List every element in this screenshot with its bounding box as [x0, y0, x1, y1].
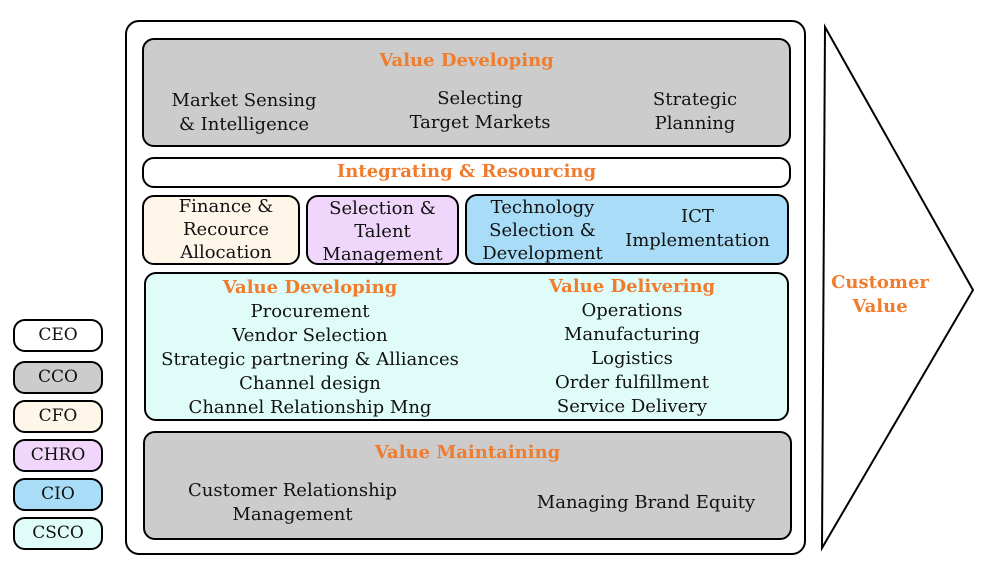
legend-csco: CSCO — [13, 517, 103, 550]
integrating-resourcing-box — [142, 157, 791, 188]
value-developing-delivering-box — [144, 272, 789, 421]
arrow-shape — [820, 23, 975, 552]
list-item: Manufacturing — [563, 324, 701, 345]
list-item: Operations — [581, 300, 683, 321]
technology-box — [465, 194, 789, 265]
list-item: Logistics — [591, 348, 673, 369]
list-item: Channel Relationship Mng — [188, 397, 432, 418]
value-developing-top-title: Value Developing — [379, 50, 554, 71]
value-developing-mid-title: Value Developing — [222, 277, 398, 298]
legend-cio: CIO — [13, 478, 103, 511]
value-delivering-list: Value Delivering Operations Manufacturin… — [532, 275, 732, 419]
value-developing-top-box — [142, 38, 791, 147]
outer-frame — [125, 20, 806, 555]
talent-box — [306, 195, 459, 265]
value-maintaining-title: Value Maintaining — [374, 442, 561, 463]
value-maintaining-box — [143, 431, 792, 540]
list-item: Strategic partnering & Alliances — [161, 349, 459, 370]
legend-cco: CCO — [13, 361, 103, 394]
list-item: Service Delivery — [556, 396, 708, 417]
list-item: Vendor Selection — [232, 325, 388, 346]
legend-cfo: CFO — [13, 400, 103, 433]
brand-equity-text: Managing Brand Equity — [536, 492, 756, 513]
list-item: Order fulfillment — [555, 372, 709, 393]
list-item: Procurement — [250, 301, 370, 322]
list-item: Channel design — [239, 373, 381, 394]
legend-chro: CHRO — [13, 439, 103, 472]
value-delivering-title: Value Delivering — [548, 276, 716, 297]
finance-box — [142, 195, 300, 265]
value-developing-list: Value Developing Procurement Vendor Sele… — [150, 276, 470, 420]
customer-value-arrow — [820, 23, 975, 552]
market-sensing-text: Market Sensing& Intelligence — [171, 90, 317, 135]
legend-ceo: CEO — [13, 319, 103, 352]
integrating-resourcing-title: Integrating & Resourcing — [336, 161, 597, 182]
